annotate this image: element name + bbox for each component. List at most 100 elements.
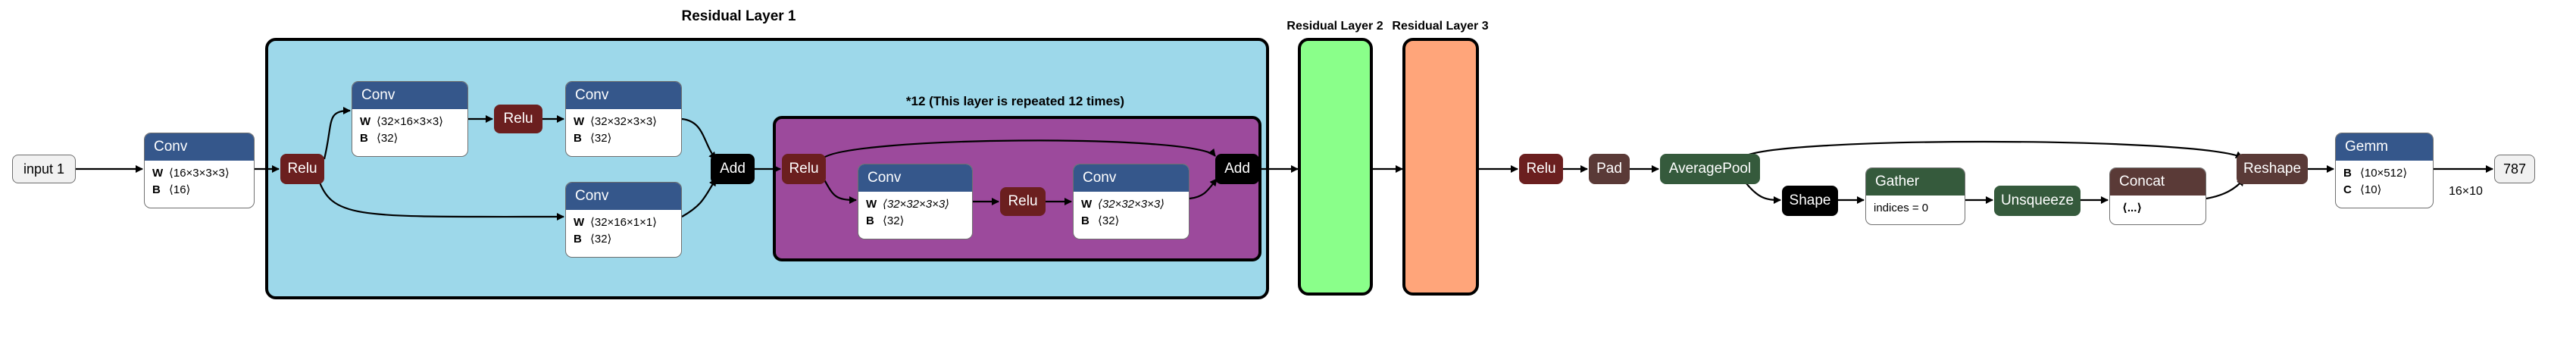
gemm-header: Gemm <box>2336 133 2433 161</box>
conv2-title: Conv <box>575 87 609 103</box>
conv1-b-val: ⟨32⟩ <box>377 132 399 145</box>
output-node[interactable]: 787 <box>2494 155 2535 183</box>
relu0-node[interactable]: Relu <box>280 154 324 184</box>
conv2-header: Conv <box>566 82 681 109</box>
relu0-label: Relu <box>287 161 317 177</box>
relu1-label: Relu <box>503 111 533 127</box>
conv3-b-key: B <box>866 214 874 227</box>
averagepool-node[interactable]: AveragePool <box>1660 154 1760 184</box>
conv0-title: Conv <box>154 139 188 155</box>
gemm-b-key: B <box>2343 167 2352 180</box>
conv3-b-val: ⟨32⟩ <box>883 214 905 227</box>
add2-label: Add <box>1224 161 1250 177</box>
relu4-node[interactable]: Relu <box>1519 154 1563 184</box>
concat-title: Concat <box>2119 174 2165 189</box>
conv3-w-val: ⟨32×32×3×3⟩ <box>883 198 950 211</box>
relu2-label: Relu <box>789 161 819 177</box>
conv1-b-key: B <box>360 132 368 145</box>
edge-relu0-conv1 <box>323 107 351 160</box>
conv-skip-node[interactable]: Conv W ⟨32×16×1×1⟩ B ⟨32⟩ <box>565 182 682 258</box>
conv0-w-key: W <box>152 167 164 180</box>
conv-skip-title: Conv <box>575 188 609 204</box>
unsqueeze-node[interactable]: Unsqueeze <box>1994 186 2080 216</box>
residual-layer-2-title: Residual Layer 2 <box>1286 20 1383 33</box>
input-node[interactable]: input 1 <box>12 155 76 183</box>
conv2-w-key: W <box>574 115 585 128</box>
edge-relu2-add2-skip <box>821 139 1216 160</box>
conv4-b-val: ⟨32⟩ <box>1098 214 1120 227</box>
conv3-w-key: W <box>866 198 877 211</box>
gather-attr: indices = 0 <box>1874 202 1929 214</box>
conv4-node[interactable]: Conv W ⟨32×32×3×3⟩ B ⟨32⟩ <box>1073 164 1190 239</box>
relu4-label: Relu <box>1526 161 1556 177</box>
residual-layer-3-title: Residual Layer 3 <box>1392 20 1489 33</box>
gemm-c-key: C <box>2343 183 2352 196</box>
averagepool-label: AveragePool <box>1668 161 1752 177</box>
conv2-node[interactable]: Conv W ⟨32×32×3×3⟩ B ⟨32⟩ <box>565 81 682 157</box>
conv4-w-key: W <box>1081 198 1093 211</box>
reshape-label: Reshape <box>2243 161 2302 177</box>
conv1-w-val: ⟨32×16×3×3⟩ <box>377 115 444 128</box>
gemm-b-val: ⟨10×512⟩ <box>2360 167 2408 180</box>
gather-title: Gather <box>1875 174 1920 189</box>
conv4-b-key: B <box>1081 214 1089 227</box>
conv-skip-header: Conv <box>566 183 681 210</box>
conv1-title: Conv <box>361 87 395 103</box>
gather-node[interactable]: Gather indices = 0 <box>1865 167 1965 225</box>
add1-node[interactable]: Add <box>711 154 755 184</box>
residual-layer-2-box <box>1298 38 1373 296</box>
edge-conv2-add1 <box>681 117 717 160</box>
pad-label: Pad <box>1596 161 1622 177</box>
relu3-label: Relu <box>1008 193 1038 209</box>
reshape-node[interactable]: Reshape <box>2237 154 2308 184</box>
conv3-header: Conv <box>858 164 972 192</box>
shape-node[interactable]: Shape <box>1782 186 1838 216</box>
gemm-c-val: ⟨10⟩ <box>2360 183 2382 196</box>
relu2-node[interactable]: Relu <box>782 154 826 184</box>
residual-layer-1-title: Residual Layer 1 <box>681 8 796 24</box>
add1-label: Add <box>720 161 746 177</box>
conv0-w-val: ⟨16×3×3×3⟩ <box>169 167 230 180</box>
gather-header: Gather <box>1866 168 1965 196</box>
add2-node[interactable]: Add <box>1215 154 1259 184</box>
edge-avgpool-reshape <box>1742 140 2243 158</box>
conv4-w-val: ⟨32×32×3×3⟩ <box>1098 198 1165 211</box>
output-shape-label: 16×10 <box>2449 185 2483 198</box>
edge-convskip-add1 <box>681 178 717 217</box>
conv-skip-b-val: ⟨32⟩ <box>590 233 612 246</box>
conv4-title: Conv <box>1083 170 1117 186</box>
conv2-w-val: ⟨32×32×3×3⟩ <box>590 115 658 128</box>
gemm-title: Gemm <box>2345 139 2388 155</box>
conv1-header: Conv <box>352 82 467 109</box>
relu1-node[interactable]: Relu <box>494 105 542 133</box>
shape-label: Shape <box>1789 192 1831 208</box>
relu3-node[interactable]: Relu <box>1000 187 1046 216</box>
conv3-node[interactable]: Conv W ⟨32×32×3×3⟩ B ⟨32⟩ <box>858 164 973 239</box>
pad-node[interactable]: Pad <box>1589 154 1630 184</box>
conv2-b-val: ⟨32⟩ <box>590 132 612 145</box>
conv-skip-b-key: B <box>574 233 582 246</box>
gemm-node[interactable]: Gemm B ⟨10×512⟩ C ⟨10⟩ <box>2335 133 2434 208</box>
conv-skip-w-key: W <box>574 216 585 229</box>
concat-header: Concat <box>2110 168 2206 196</box>
unsqueeze-label: Unsqueeze <box>2000 192 2074 208</box>
conv2-b-key: B <box>574 132 582 145</box>
conv1-w-key: W <box>360 115 371 128</box>
edge-conv4-add2 <box>1189 178 1218 200</box>
conv0-b-val: ⟨16⟩ <box>169 183 191 196</box>
conv0-node[interactable]: Conv W ⟨16×3×3×3⟩ B ⟨16⟩ <box>144 133 255 208</box>
repeat-note-title: *12 (This layer is repeated 12 times) <box>905 94 1125 108</box>
residual-layer-3-box <box>1402 38 1479 296</box>
input-node-label: input 1 <box>23 161 65 177</box>
conv0-b-key: B <box>152 183 161 196</box>
conv-skip-w-val: ⟨32×16×1×1⟩ <box>590 216 658 229</box>
conv3-title: Conv <box>868 170 902 186</box>
conv4-header: Conv <box>1074 164 1189 192</box>
concat-node[interactable]: Concat ⟨...⟩ <box>2109 167 2206 225</box>
conv1-node[interactable]: Conv W ⟨32×16×3×3⟩ B ⟨32⟩ <box>352 81 468 157</box>
edge-relu2-conv3 <box>821 175 857 204</box>
output-node-label: 787 <box>2503 161 2527 177</box>
conv0-header: Conv <box>145 133 254 161</box>
